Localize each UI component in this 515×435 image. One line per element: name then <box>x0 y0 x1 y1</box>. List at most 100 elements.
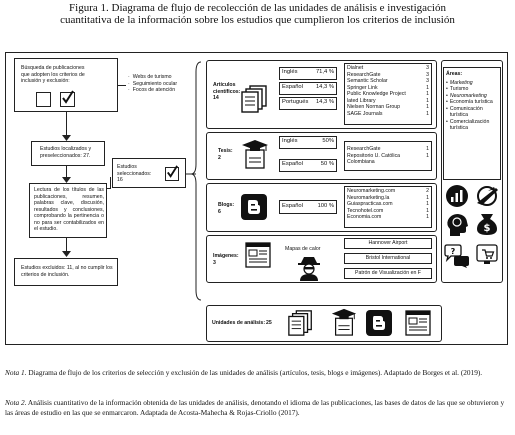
area-item: •Marketing <box>446 79 473 86</box>
checked-checkbox-icon <box>60 90 75 107</box>
areas-list: •Marketing •Turismo •Neuromarketing •Eco… <box>444 80 500 132</box>
document-stack-icon <box>241 85 267 113</box>
note-2-label: Nota 2. <box>5 398 27 407</box>
svg-text:?: ? <box>451 247 456 256</box>
detective-icon <box>298 257 320 281</box>
connector-line <box>107 188 111 189</box>
money-icon: $ <box>477 214 497 235</box>
blogs-count: 6 <box>218 208 221 215</box>
communication-icon: ? <box>444 244 469 268</box>
area-item: •Comunicación turística <box>446 105 483 119</box>
area-item: •Turismo <box>446 86 469 92</box>
blogger-icon <box>241 194 267 220</box>
search-box: Búsqueda de publicaciones que adopten lo… <box>14 58 118 112</box>
arrow-head <box>62 177 71 183</box>
theses-count: 2 <box>218 154 221 161</box>
units-label: Unidades de análisis:25 <box>212 320 272 326</box>
images-label: Imágenes: 3 <box>213 253 247 266</box>
images-source-2: Bristol International <box>344 253 432 264</box>
note-1-text: Diagrama de flujo de los criterios de se… <box>26 368 483 377</box>
units-panel <box>206 305 442 342</box>
graduation-cap-icon <box>331 308 357 336</box>
note-1: Nota 1. Diagrama de flujo de los criteri… <box>5 368 513 378</box>
arrow-head <box>62 251 71 257</box>
images-source-3: Patrón de Visualización en F <box>344 268 432 279</box>
criterion-item: ·Seguimiento ocular <box>128 80 178 87</box>
selected-box: Estudios seleccionados: 16 <box>112 158 186 188</box>
arrow-down <box>66 238 67 254</box>
connector-line <box>110 177 111 189</box>
image-gallery-icon <box>245 242 271 268</box>
units-count: 25 <box>266 320 272 326</box>
articles-count: 14 <box>213 95 219 101</box>
blogs-label: Blogs: 6 <box>218 202 238 215</box>
connector-line <box>118 85 126 86</box>
note-2: Nota 2. Análisis cuantitativo de la info… <box>5 398 513 419</box>
area-item: •Neuromarketing <box>446 92 487 99</box>
areas-title: Áreas: <box>446 71 463 77</box>
document-stack-icon <box>288 310 312 336</box>
empty-checkbox-icon <box>36 92 51 107</box>
analytics-icon <box>446 185 468 207</box>
diagram-frame <box>5 52 508 345</box>
figure-title: Figura 1. Diagrama de flujo de recolecci… <box>0 2 515 26</box>
graduation-cap-icon <box>242 140 268 169</box>
heatmap-label: Mapas de calor <box>285 246 321 252</box>
brace-connector <box>186 61 202 301</box>
articles-label: Artículos científicos: 14 <box>213 82 253 102</box>
blogger-icon <box>366 310 392 336</box>
figure-title-line2: cuantitativa de la información sobre los… <box>60 14 455 26</box>
excluded-text: Estudios excluidos: 11, al no cumplir lo… <box>21 265 113 278</box>
located-text: Estudios localizados y preseleccionados:… <box>40 146 92 159</box>
theses-label: Tesis: 2 <box>218 148 238 161</box>
arrow-head <box>62 135 71 141</box>
images-source-1: Hannover Airport <box>344 238 432 249</box>
head-brain-icon <box>447 214 468 236</box>
area-item: •Comercialización turística <box>446 118 490 132</box>
excluded-box: Estudios excluidos: 11, al no cumplir lo… <box>14 258 118 286</box>
area-item: •Economía turística <box>446 99 493 105</box>
figure-title-line1: Figura 1. Diagrama de flujo de recolecci… <box>69 2 446 14</box>
commerce-icon <box>476 244 498 264</box>
arrow-down <box>66 166 67 180</box>
located-box: Estudios localizados y preseleccionados:… <box>31 141 105 166</box>
image-gallery-icon <box>405 310 431 336</box>
checked-checkbox-icon <box>165 165 179 181</box>
images-count: 3 <box>213 259 216 266</box>
selected-text: Estudios seleccionados: 16 <box>117 164 152 183</box>
arrow-down <box>66 112 67 138</box>
reading-text: Lectura de los títulos de las publicacio… <box>34 187 104 232</box>
reading-box: Lectura de los títulos de las publicacio… <box>29 183 107 238</box>
note-1-label: Nota 1. <box>5 368 27 377</box>
criterion-item: ·Focos de atención <box>128 87 176 93</box>
areas-inner: Áreas: •Marketing •Turismo •Neuromarketi… <box>443 67 501 180</box>
note-2-text: Análisis cuantitativo de la información … <box>5 398 505 418</box>
svg-text:$: $ <box>484 223 491 234</box>
criteria-list: ·Webs de turismo ·Seguimiento ocular ·Fo… <box>128 74 198 94</box>
search-text: Búsqueda de publicaciones que adopten lo… <box>21 65 85 84</box>
